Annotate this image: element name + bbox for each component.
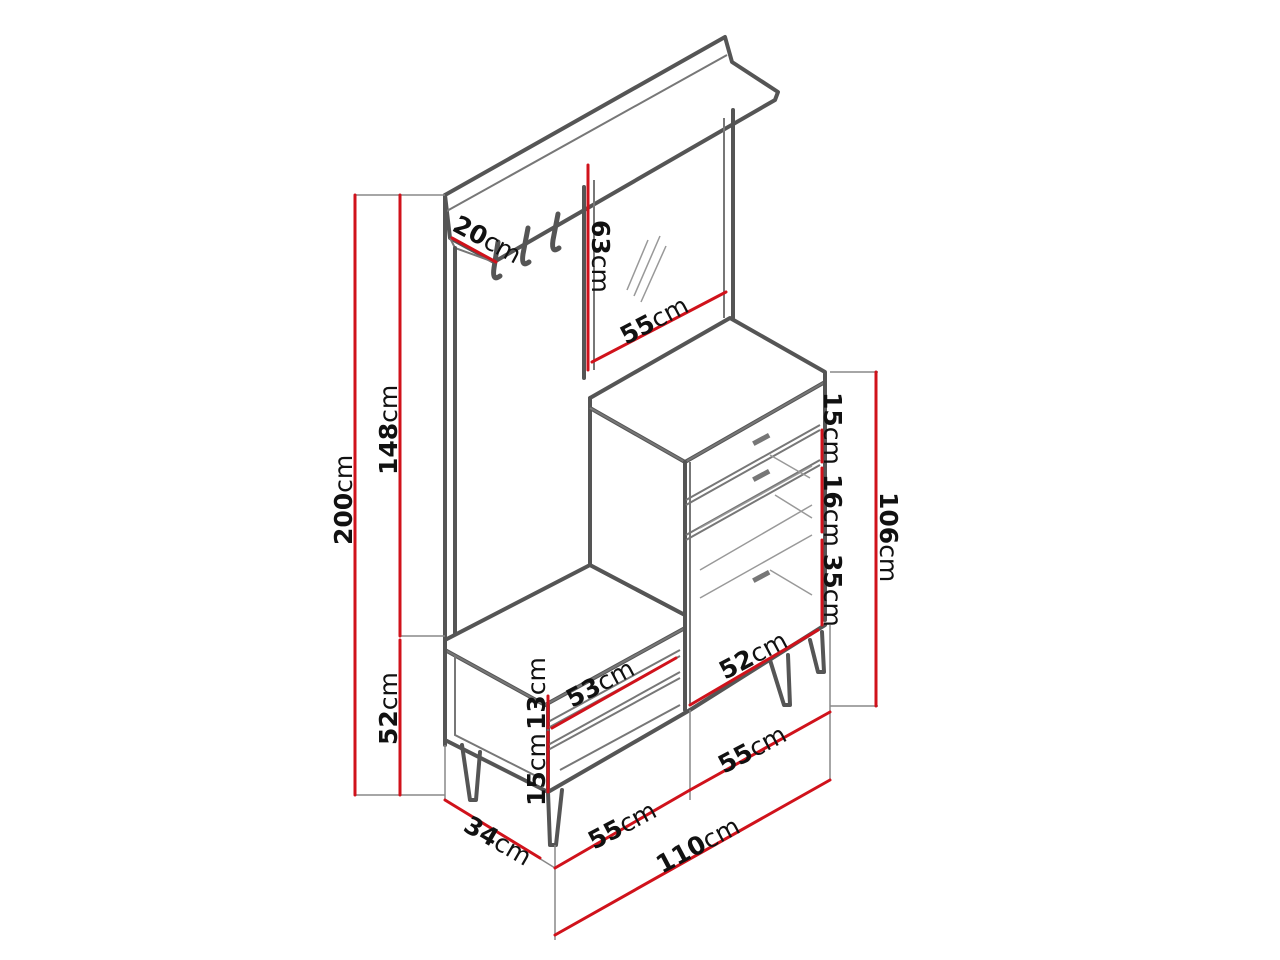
dim-line-bench-inner [550, 656, 678, 730]
mirror-glare [626, 235, 667, 303]
label-bench-upper: 13cm [522, 657, 551, 730]
label-cabinet-total: 106cm [874, 492, 903, 582]
label-panel-height: 148cm [374, 385, 403, 475]
label-mirror-height: 63cm [586, 220, 615, 293]
dim-line-total-width [553, 778, 832, 937]
dim-line-cabinet-width [688, 710, 832, 792]
label-cabinet-lower: 35cm [818, 554, 847, 627]
label-cabinet-inner: 52cm [714, 625, 792, 685]
furniture-drawing [443, 35, 827, 847]
label-total-height: 200cm [329, 455, 358, 545]
label-drawer2: 16cm [818, 474, 847, 547]
dim-line-depth [443, 798, 542, 860]
label-bench-width: 55cm [583, 795, 661, 855]
label-total-width: 110cm [651, 811, 744, 879]
dim-line-bench-width [553, 788, 692, 870]
dim-line-shelf-depth [450, 236, 498, 264]
dim-line-mirror-width [590, 290, 728, 364]
label-drawer1: 15cm [818, 392, 847, 465]
dimension-lines [353, 163, 878, 937]
dim-line-cabinet-inner [688, 628, 820, 707]
label-cabinet-width: 55cm [713, 719, 791, 779]
label-depth: 34cm [459, 810, 537, 872]
furniture-legs [460, 630, 826, 847]
label-mirror-width: 55cm [615, 290, 693, 350]
label-bench-lower: 15cm [522, 733, 551, 806]
coat-hooks [491, 211, 562, 281]
label-bench-height: 52cm [374, 672, 403, 745]
